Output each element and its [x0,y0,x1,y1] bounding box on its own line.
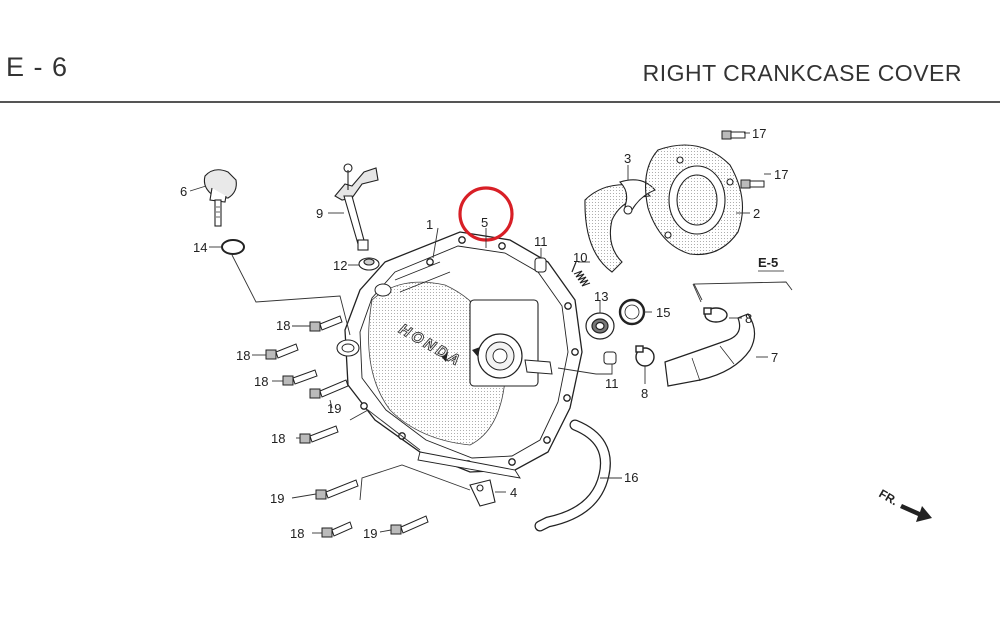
reference-e5: E-5 [758,255,778,270]
callout-4: 4 [510,485,517,500]
clamp-part-8-upper [703,307,728,323]
bolt-part-17-upper [721,130,746,140]
o-ring-part-14 [221,239,245,255]
bolt-part-18-e [321,521,353,538]
callout-11-upper: 11 [534,234,548,249]
callout-18-b: 18 [236,348,250,363]
bolt-part-17-lower [740,179,765,189]
callout-8-lower: 8 [641,386,648,401]
callout-19-a: 19 [327,401,341,416]
callout-18-a: 18 [276,318,290,333]
guide-plate-part-3 [584,179,656,273]
callout-14: 14 [193,240,207,255]
tube-part-16 [535,420,610,531]
callout-11-lower: 11 [605,376,619,391]
callout-16: 16 [624,470,638,485]
callout-12: 12 [333,258,347,273]
front-marker-label: FR. [877,486,901,508]
clamp-part-8-lower [635,345,655,367]
header-divider [0,101,1000,103]
callout-17-lower: 17 [774,167,788,182]
bolt-part-18-c [282,369,318,386]
callout-15: 15 [656,305,670,320]
callout-18-d: 18 [271,431,285,446]
callout-1: 1 [426,217,433,232]
callout-19-b: 19 [270,491,284,506]
hose-part-7 [664,313,756,387]
bolt-part-18-a [309,315,343,332]
cover-plate-part-2 [645,144,743,256]
bolt-part-18-d [299,425,339,444]
dipstick-part-6 [203,169,237,227]
callout-19-c: 19 [363,526,377,541]
callout-8-upper: 8 [745,311,752,326]
callout-18-c: 18 [254,374,268,389]
crankcase-cover [336,231,583,479]
circlip-part-15 [618,298,646,326]
leader-lines [189,132,793,534]
bracket-part-4 [469,479,496,507]
bolt-part-19-a [309,379,349,399]
callout-3: 3 [624,151,631,166]
bolt-part-18-b [265,343,299,360]
callout-10: 10 [573,250,587,265]
callout-labels: 1 2 3 4 5 6 7 8 8 9 10 11 11 12 13 14 15… [180,126,788,541]
spring-part-10 [571,261,591,287]
bolt-part-19-c [390,515,429,535]
callout-7: 7 [771,350,778,365]
bearing-part-13 [585,312,615,340]
callout-17-upper: 17 [752,126,766,141]
seal-part-12 [358,257,380,271]
page-title: RIGHT CRANKCASE COVER [642,60,962,86]
bolt-part-19-b [315,479,359,500]
shift-shaft-part-9 [334,163,379,251]
dowel-pin-part-11-lower [603,351,617,365]
callout-6: 6 [180,184,187,199]
callout-5: 5 [481,215,488,230]
front-arrow-icon: FR. [877,486,932,522]
callout-18-e: 18 [290,526,304,541]
callout-9: 9 [316,206,323,221]
section-code: E - 6 [6,52,69,82]
callout-13: 13 [594,289,608,304]
dowel-pin-part-11-upper [534,257,547,273]
callout-2: 2 [753,206,760,221]
